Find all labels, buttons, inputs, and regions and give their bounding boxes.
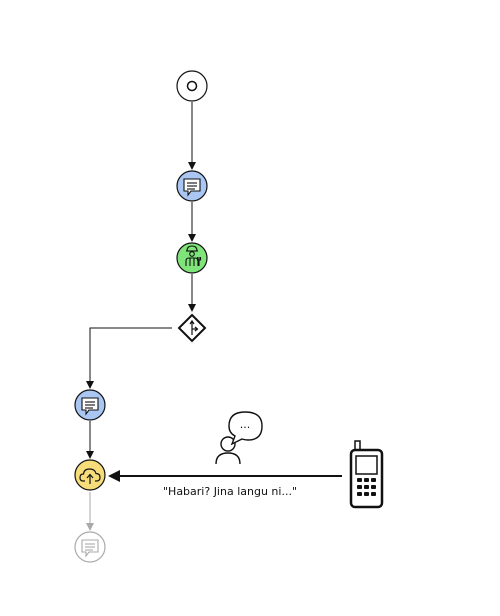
- start-icon: [186, 80, 198, 92]
- cloud-upload-task[interactable]: [74, 459, 106, 491]
- agent-task[interactable]: [176, 242, 208, 274]
- incoming-message-text: "Habari? Jina langu ni...": [163, 485, 297, 498]
- message-icon: [81, 397, 99, 416]
- speech-bubble: ...: [228, 411, 263, 446]
- mobile-phone-icon: [349, 440, 384, 509]
- message-task-2[interactable]: [74, 389, 106, 421]
- connector-gateway-to-message: [86, 327, 172, 389]
- cloud-upload-icon: [79, 468, 101, 484]
- worker-icon: [185, 245, 202, 266]
- start-event[interactable]: [176, 70, 208, 102]
- message-icon: [81, 539, 99, 558]
- speech-bubble-text: ...: [240, 418, 251, 431]
- split-icon: [189, 319, 199, 335]
- person-icon: [215, 436, 241, 465]
- message-icon: [183, 178, 201, 197]
- decision-gateway[interactable]: [177, 313, 207, 343]
- message-task-3[interactable]: [74, 531, 106, 563]
- message-task-1[interactable]: [176, 170, 208, 202]
